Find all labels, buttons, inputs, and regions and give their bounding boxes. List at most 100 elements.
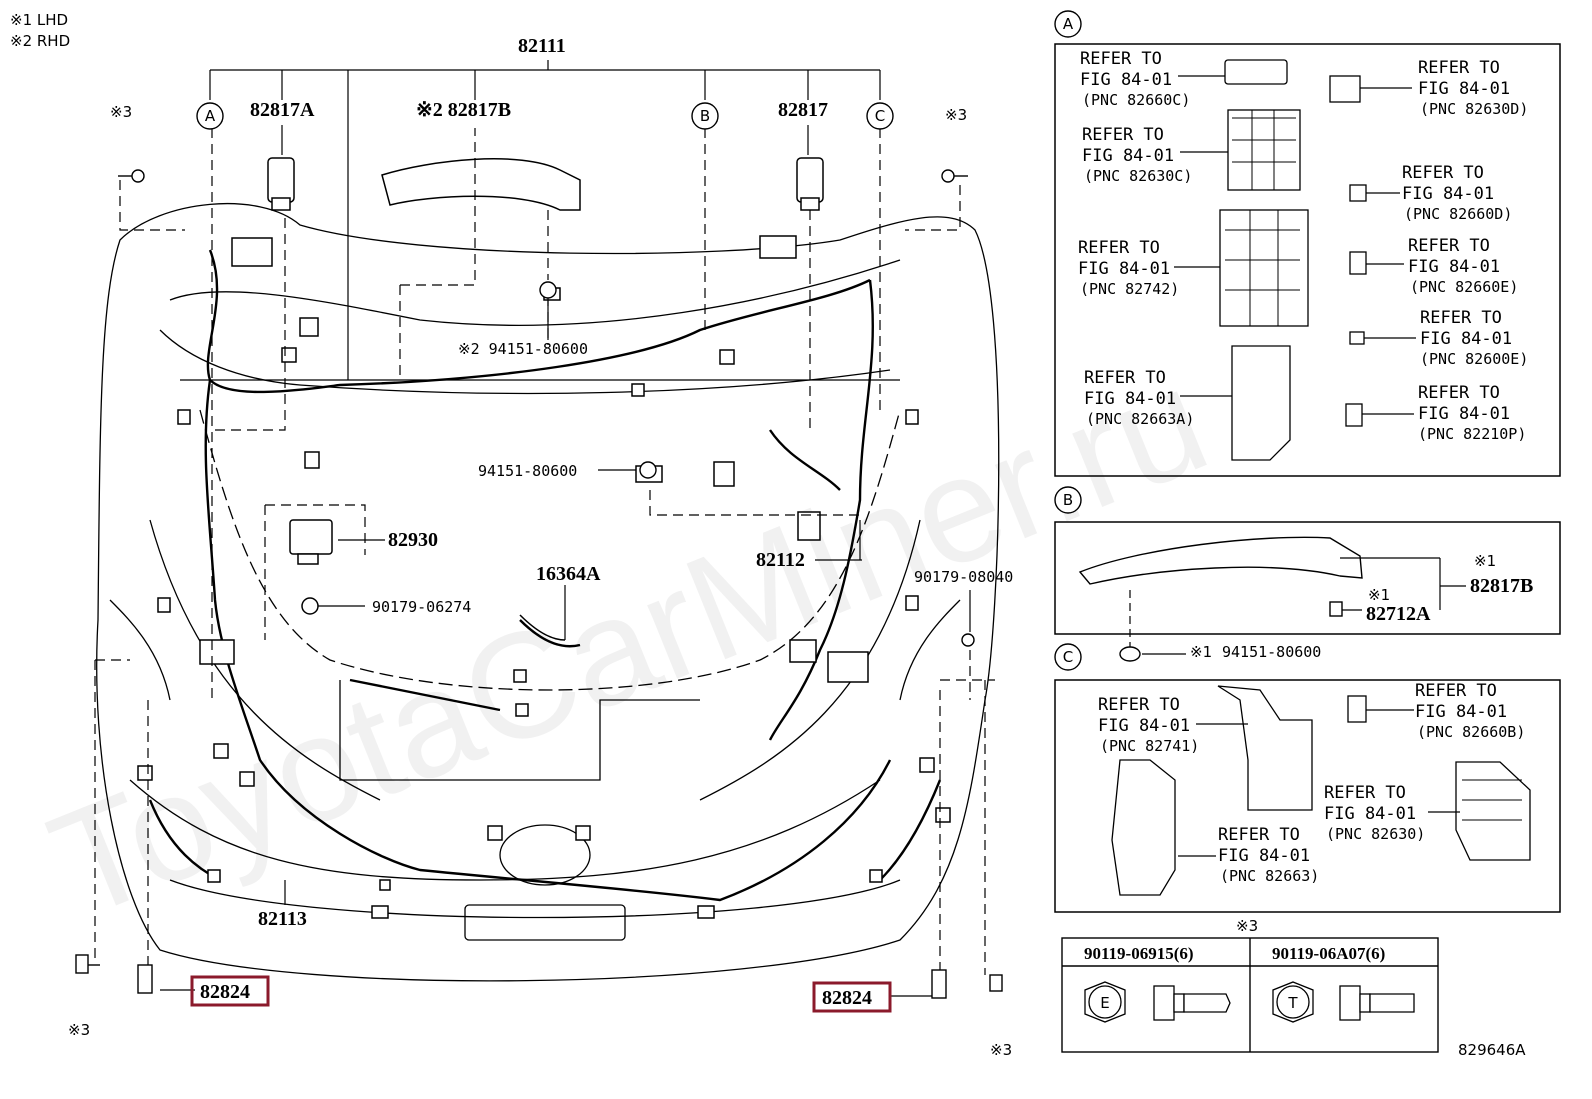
figure-id: 829646A — [1458, 1041, 1526, 1059]
svg-text:FIG 84-01: FIG 84-01 — [1080, 70, 1172, 90]
detail-a-ref-2: REFER TO FIG 84-01 (PNC 82630D) — [1418, 58, 1528, 118]
svg-text:(PNC 82630D): (PNC 82630D) — [1420, 100, 1528, 118]
bolt-left-mark: E — [1100, 994, 1109, 1012]
bolt-table-note: ※3 — [1236, 917, 1258, 935]
svg-text:FIG 84-01: FIG 84-01 — [1082, 146, 1174, 166]
ref-circle-b: B — [700, 107, 710, 125]
label-82824-right[interactable]: 82824 — [822, 987, 872, 1009]
svg-text:REFER TO: REFER TO — [1408, 236, 1490, 256]
detail-c-ref-2: REFER TO FIG 84-01 (PNC 82660B) — [1415, 681, 1525, 741]
svg-text:FIG 84-01: FIG 84-01 — [1418, 79, 1510, 99]
svg-text:(PNC 82630): (PNC 82630) — [1326, 825, 1425, 843]
svg-text:(PNC 82630C): (PNC 82630C) — [1084, 167, 1192, 185]
svg-text:REFER TO: REFER TO — [1420, 308, 1502, 328]
svg-text:(PNC 82600E): (PNC 82600E) — [1420, 350, 1528, 368]
detail-c-ref-3: REFER TO FIG 84-01 (PNC 82630) — [1324, 783, 1425, 843]
detail-a-title: A — [1063, 15, 1074, 33]
svg-text:FIG 84-01: FIG 84-01 — [1408, 257, 1500, 277]
note-3-bottomright: ※3 — [990, 1041, 1012, 1059]
detail-a-ref-5: REFER TO FIG 84-01 (PNC 82742) — [1078, 238, 1179, 298]
label-82113[interactable]: 82113 — [258, 908, 307, 930]
bolt-right-part-number[interactable]: 90119-06A07(6) — [1272, 944, 1385, 963]
detail-a-ref-3: REFER TO FIG 84-01 (PNC 82630C) — [1082, 125, 1192, 185]
svg-text:REFER TO: REFER TO — [1082, 125, 1164, 145]
ref-circle-c: C — [875, 107, 885, 125]
label-82111[interactable]: 82111 — [518, 35, 566, 57]
label-82112[interactable]: 82112 — [756, 549, 805, 571]
detail-b-title: B — [1063, 491, 1073, 509]
label-82817a[interactable]: 82817A — [250, 99, 315, 121]
svg-text:(PNC 82660D): (PNC 82660D) — [1404, 205, 1512, 223]
detail-b-label-94151[interactable]: 94151-80600 — [1222, 643, 1321, 661]
svg-text:REFER TO: REFER TO — [1418, 383, 1500, 403]
highlight-box-82824-left — [190, 975, 270, 1007]
svg-text:FIG 84-01: FIG 84-01 — [1415, 702, 1507, 722]
main-drawing — [75, 60, 1003, 999]
svg-text:(PNC 82663): (PNC 82663) — [1220, 867, 1319, 885]
label-94151-top[interactable]: ※2 94151-80600 — [458, 340, 588, 358]
detail-a-ref-6: REFER TO FIG 84-01 (PNC 82660E) — [1408, 236, 1518, 296]
svg-text:(PNC 82742): (PNC 82742) — [1080, 280, 1179, 298]
detail-b-label-82817b[interactable]: 82817B — [1470, 575, 1533, 597]
svg-text:FIG 84-01: FIG 84-01 — [1324, 804, 1416, 824]
note-3-topright: ※3 — [945, 106, 967, 124]
detail-c-title: C — [1063, 648, 1073, 666]
detail-c-leaders — [1178, 709, 1460, 857]
svg-text:(PNC 82210P): (PNC 82210P) — [1418, 425, 1526, 443]
svg-text:(PNC 82741): (PNC 82741) — [1100, 737, 1199, 755]
note-3-topleft: ※3 — [110, 103, 132, 121]
detail-a-ref-7: REFER TO FIG 84-01 (PNC 82600E) — [1420, 308, 1528, 368]
svg-text:REFER TO: REFER TO — [1084, 368, 1166, 388]
svg-text:REFER TO: REFER TO — [1080, 49, 1162, 69]
svg-text:(PNC 82660B): (PNC 82660B) — [1417, 723, 1525, 741]
label-90179-08040[interactable]: 90179-08040 — [914, 568, 1013, 586]
svg-text:REFER TO: REFER TO — [1418, 58, 1500, 78]
svg-text:FIG 84-01: FIG 84-01 — [1218, 846, 1310, 866]
svg-text:(PNC 82663A): (PNC 82663A) — [1086, 410, 1194, 428]
label-82930[interactable]: 82930 — [388, 529, 438, 551]
detail-a-panel — [1054, 43, 1561, 477]
svg-text:FIG 84-01: FIG 84-01 — [1402, 184, 1494, 204]
svg-text:FIG 84-01: FIG 84-01 — [1084, 389, 1176, 409]
detail-a-ref-9: REFER TO FIG 84-01 (PNC 82210P) — [1418, 383, 1526, 443]
svg-text:FIG 84-01: FIG 84-01 — [1078, 259, 1170, 279]
detail-a-ref-4: REFER TO FIG 84-01 (PNC 82660D) — [1402, 163, 1512, 223]
svg-text:REFER TO: REFER TO — [1078, 238, 1160, 258]
detail-a-ref-1: REFER TO FIG 84-01 (PNC 82660C) — [1080, 49, 1190, 109]
bolt-left-part-number[interactable]: 90119-06915(6) — [1084, 944, 1194, 963]
label-82817b[interactable]: ※2 82817B — [416, 99, 511, 121]
svg-text:(PNC 82660C): (PNC 82660C) — [1082, 91, 1190, 109]
label-90179-06274[interactable]: 90179-06274 — [372, 598, 471, 616]
bolt-table — [1061, 937, 1439, 1053]
svg-text:REFER TO: REFER TO — [1098, 695, 1180, 715]
detail-c-ref-4: REFER TO FIG 84-01 (PNC 82663) — [1218, 825, 1319, 885]
detail-b-note-1-top: ※1 — [1474, 552, 1496, 570]
detail-c-ref-1: REFER TO FIG 84-01 (PNC 82741) — [1098, 695, 1199, 755]
bolt-right-drawing — [1272, 981, 1415, 1023]
highlight-box-82824-right — [812, 981, 892, 1013]
detail-c-parts — [1111, 685, 1531, 896]
ref-circle-a: A — [205, 107, 216, 125]
label-82817[interactable]: 82817 — [778, 99, 828, 121]
detail-b-label-82712a[interactable]: 82712A — [1366, 603, 1431, 625]
label-94151-mid[interactable]: 94151-80600 — [478, 462, 577, 480]
bolt-right-mark: T — [1287, 994, 1298, 1012]
detail-b-panel — [1054, 521, 1561, 635]
label-16364a[interactable]: 16364A — [536, 563, 601, 585]
svg-text:REFER TO: REFER TO — [1218, 825, 1300, 845]
label-82824-left[interactable]: 82824 — [200, 981, 250, 1003]
svg-text:(PNC 82660E): (PNC 82660E) — [1410, 278, 1518, 296]
detail-b-bracket — [1078, 536, 1466, 662]
detail-b-note-1-bottom: ※1 — [1190, 643, 1212, 661]
note-3-bottomleft: ※3 — [68, 1021, 90, 1039]
legend-rhd: ※2 RHD — [10, 32, 70, 50]
svg-text:FIG 84-01: FIG 84-01 — [1098, 716, 1190, 736]
svg-text:FIG 84-01: FIG 84-01 — [1418, 404, 1510, 424]
svg-text:FIG 84-01: FIG 84-01 — [1420, 329, 1512, 349]
detail-a-ref-8: REFER TO FIG 84-01 (PNC 82663A) — [1084, 368, 1194, 428]
bolt-left-drawing — [1084, 981, 1231, 1023]
svg-text:REFER TO: REFER TO — [1402, 163, 1484, 183]
svg-text:REFER TO: REFER TO — [1415, 681, 1497, 701]
detail-a-leaders — [1174, 75, 1416, 415]
legend-lhd: ※1 LHD — [10, 11, 68, 29]
